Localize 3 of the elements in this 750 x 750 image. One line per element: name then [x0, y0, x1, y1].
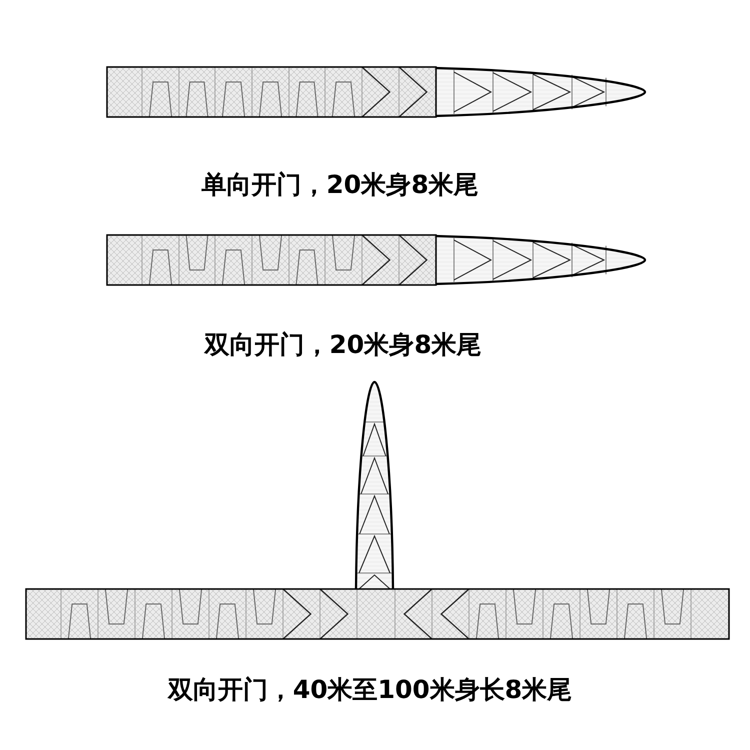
caption-text: 单向开门，20米身8米尾 — [201, 169, 479, 201]
caption-text: 双向开门，40米至100米身长8米尾 — [168, 674, 572, 706]
caption-text: 双向开门，20米身8米尾 — [204, 329, 482, 361]
